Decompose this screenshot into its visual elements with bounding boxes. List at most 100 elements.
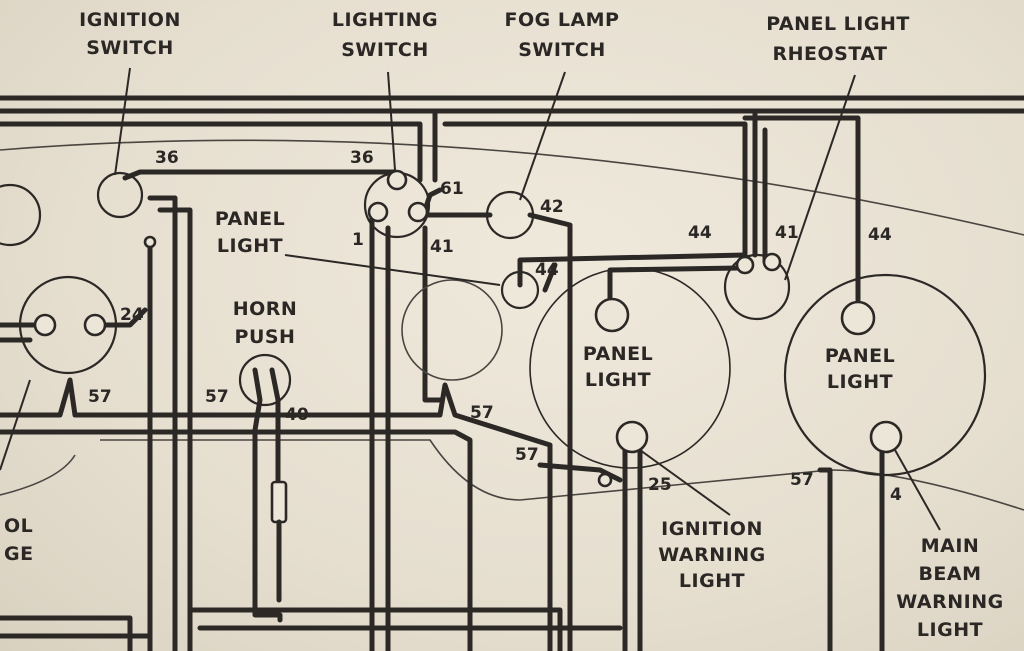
rheostat-terminal-2 [735,255,755,275]
label-panel-light-left-2: LIGHT [217,235,283,257]
label-fog-lamp-switch-1: FOG LAMP [505,9,620,31]
label-main-beam-3: WARNING [896,591,1003,613]
wire-25 [622,437,643,651]
wire-number-42: 42 [540,197,564,217]
ignition-warning-bulb [615,420,649,454]
wire-44-left [517,252,748,288]
label-lighting-switch-2: SWITCH [341,39,429,61]
label-horn-push-1: HORN [233,298,298,320]
dashboard-outline-arc [0,139,1024,236]
leader-rheostat [784,74,856,281]
wire-number-57-d: 57 [515,445,539,465]
wire-number-61: 61 [440,179,464,199]
rheostat-terminal [762,252,782,272]
panel-light-bulb [500,270,540,310]
wire-42 [527,212,573,651]
wire-number-57-a: 57 [88,387,112,407]
wire-ign-down-1 [147,195,178,651]
leader-fuel [0,379,31,471]
left-gauge-term-1 [33,313,57,337]
wire-number-36-ign: 36 [155,148,179,168]
speedometer-gauge [401,279,503,381]
wire-24 [97,307,148,328]
gauge-1 [529,267,731,469]
main-beam-bulb [869,420,903,454]
horn-fuse [270,480,288,524]
label-ignition-switch-2: SWITCH [86,37,174,59]
wire-36-ign [122,169,398,188]
wire-number-44-left: 44 [688,223,712,243]
wire-number-41-light: 41 [430,237,454,257]
dashboard-left-curve [0,454,76,496]
gauge-1-panel-light [594,297,630,333]
label-gauge-1-panel-2: LIGHT [585,369,651,391]
leader-lighting [387,71,396,171]
wire-number-4: 4 [890,485,902,505]
label-gauge-1-panel-1: PANEL [583,343,653,365]
wire-number-24: 24 [120,305,144,325]
wire-bottom-2 [0,615,133,651]
lighting-terminal-left [367,201,389,223]
label-ignition-warning-1: IGNITION [661,518,763,540]
wire-57-b [0,429,473,651]
wire-61 [422,187,443,213]
leader-ignition-warning [639,449,731,516]
fuel-gauge-partial [0,183,42,247]
horn-push[interactable] [238,353,292,407]
panel-light-rheostat[interactable] [723,253,791,321]
label-lighting-switch-1: LIGHTING [332,9,438,31]
wire-number-57-e: 57 [790,470,814,490]
wire-57-c [537,462,623,483]
label-fuel-gauge-1: OL [4,515,33,537]
wire-number-1: 1 [352,230,364,250]
label-rheostat-1: PANEL LIGHT [766,13,910,35]
wire-41-down [422,225,443,403]
leader-main-beam [894,449,941,531]
leader-fog [519,71,566,201]
wire-44-panel [607,265,743,308]
leader-panel-light [284,254,501,286]
label-horn-push-2: PUSH [235,326,296,348]
label-gauge-2-panel-1: PANEL [825,345,895,367]
leader-ignition [114,67,131,176]
wire-57-main [0,377,553,651]
lighting-terminal-top [386,169,408,191]
wire-ign-down-2 [157,207,193,651]
fog-lamp-switch[interactable] [485,190,535,240]
wire-number-41-rheo: 41 [775,223,799,243]
wire-rheo-out [542,262,558,293]
label-fuel-gauge-2: GE [4,543,34,565]
wire-bottom-1 [187,607,563,651]
ignition-switch[interactable] [96,171,144,219]
label-main-beam-2: BEAM [918,563,981,585]
harness-bus-branch [0,121,423,183]
wire-number-25: 25 [648,475,672,495]
wire-number-57-c: 57 [470,403,494,423]
label-ignition-switch-1: IGNITION [79,9,181,31]
left-gauge [18,275,118,375]
wire-57-e [817,467,833,651]
wire-to-rheostat-top [432,108,748,258]
label-main-beam-1: MAIN [921,535,980,557]
label-ignition-warning-2: WARNING [658,544,765,566]
label-panel-light-left-1: PANEL [215,208,285,230]
label-fog-lamp-switch-2: SWITCH [518,39,606,61]
wire-number-40: 40 [285,405,309,425]
wire-40 [252,367,283,623]
wire-number-44-mid: 44 [535,260,559,280]
gauge-2 [783,273,987,477]
wire-number-36-light: 36 [350,148,374,168]
gauge-2-panel-light [840,300,876,336]
label-main-beam-4: LIGHT [917,619,983,641]
lighting-terminal-right [407,201,429,223]
label-gauge-2-panel-2: LIGHT [827,371,893,393]
label-rheostat-2: RHEOSTAT [772,43,887,65]
gauge-57-term [597,472,613,488]
wire-44-right [742,108,861,303]
wire-number-44-right: 44 [868,225,892,245]
label-ignition-warning-3: LIGHT [679,570,745,592]
left-gauge-term-2 [83,313,107,337]
wire-number-57-b: 57 [205,387,229,407]
